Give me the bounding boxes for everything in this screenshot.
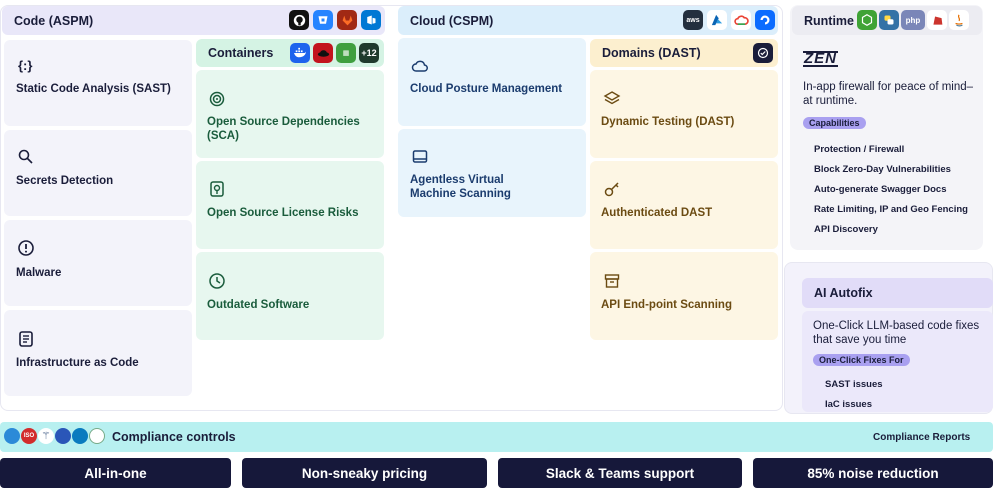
capabilities-list: Protection / Firewall Block Zero-Day Vul… [814,140,968,240]
containers-integrations: ▦ +12 [290,43,379,63]
file-code-icon [19,331,33,347]
zen-logo: ZEN [803,50,838,67]
autofix-description: One-Click LLM-based code fixes that save… [813,320,980,346]
aspm-item-malware[interactable]: Malware [4,220,192,306]
key-icon [604,182,619,197]
nodejs-icon [857,10,877,30]
malware-label: Malware [16,267,62,279]
iac-label: Infrastructure as Code [16,357,139,369]
layers-icon [603,91,621,105]
dast-title: Domains (DAST) [602,46,701,60]
api-label: API End-point Scanning [601,299,732,311]
aspm-item-secrets[interactable]: Secrets Detection [4,130,192,216]
aws-icon: aws [683,10,703,30]
cspm-item-vm-scanning[interactable]: Agentless Virtual Machine Scanning [398,129,586,217]
hipaa-badge-icon: ⚚ [38,428,54,444]
fix-item: IaC issues [825,399,872,410]
license-label: Open Source License Risks [207,207,359,219]
spiral-icon [209,91,225,107]
gdpr-badge-icon [89,428,105,444]
docker-icon [290,43,310,63]
cloud-icon [411,60,428,72]
aspm-item-iac[interactable]: Infrastructure as Code [4,310,192,396]
aspm-item-sast[interactable]: {:} Static Code Analysis (SAST) [4,40,192,126]
gitlab-icon [337,10,357,30]
capability-item: API Discovery [814,224,878,235]
compliance-bar [0,422,993,452]
clock-icon [209,273,225,289]
runtime-integrations: php [857,10,969,30]
cspm-integrations: aws [683,10,775,30]
feature-slack-teams: Slack & Teams support [498,458,742,488]
monitor-icon [412,150,428,163]
capability-item: Auto-generate Swagger Docs [814,184,947,195]
cspm-title: Cloud (CSPM) [410,13,494,28]
dast-item-api[interactable]: API End-point Scanning [590,252,778,340]
runtime-title: Runtime [804,13,854,28]
fixes-pill: One-Click Fixes For [813,354,910,366]
python-icon [879,10,899,30]
dast-item-dynamic[interactable]: Dynamic Testing (DAST) [590,70,778,158]
sca-label: Open Source Dependencies (SCA) [207,116,360,142]
capabilities-pill: Capabilities [803,117,866,129]
capability-item: Block Zero-Day Vulnerabilities [814,164,951,175]
java-icon [949,10,969,30]
github-icon [289,10,309,30]
fix-item: SAST issues [825,379,883,390]
outdated-label: Outdated Software [207,299,310,311]
dast-item-authenticated[interactable]: Authenticated DAST [590,161,778,249]
sast-label: Static Code Analysis (SAST) [16,83,171,95]
more-integrations-badge: +12 [359,43,379,63]
container-item-license[interactable]: Open Source License Risks [196,161,384,249]
iso-badge-icon: ISO [21,428,37,444]
vm-scanning-label: Agentless Virtual Machine Scanning [410,174,511,200]
nist-badge-icon [55,428,71,444]
containers-title: Containers [208,46,274,60]
azure-devops-icon [361,10,381,30]
redhat-icon [313,43,333,63]
azure-icon [707,10,727,30]
archive-icon [604,274,620,288]
dast-header: Domains (DAST) [590,39,778,67]
feature-all-in-one: All-in-one [0,458,231,488]
posture-label: Cloud Posture Management [410,83,563,95]
container-item-sca[interactable]: Open Source Dependencies (SCA) [196,70,384,158]
capability-item: Rate Limiting, IP and Geo Fencing [814,204,968,215]
google-cloud-icon [731,10,751,30]
key-search-icon [18,149,33,164]
compliance-badges: ISO ⚚ [4,428,105,444]
php-icon: php [901,10,925,30]
secrets-label: Secrets Detection [16,175,114,187]
feature-noise-reduction: 85% noise reduction [753,458,993,488]
compliance-title: Compliance controls [112,430,236,444]
digitalocean-icon [755,10,775,30]
container-item-outdated[interactable]: Outdated Software [196,252,384,340]
ruby-icon [927,10,947,30]
alert-circle-icon [18,240,34,256]
fixes-list: SAST issues IaC issues [825,375,883,415]
compliance-reports-link[interactable]: Compliance Reports [873,432,971,443]
bitbucket-icon [313,10,333,30]
autofix-title: AI Autofix [814,286,873,300]
aspm-integrations [289,10,381,30]
npm-package-icon: ▦ [336,43,356,63]
cspm-item-posture[interactable]: Cloud Posture Management [398,38,586,126]
feature-pricing: Non-sneaky pricing [242,458,487,488]
code-braces-icon: {:} [18,58,33,73]
aspm-title: Code (ASPM) [14,13,94,28]
dynamic-label: Dynamic Testing (DAST) [601,116,735,128]
autofix-header: AI Autofix [802,278,993,308]
globe-shield-icon [753,43,773,63]
capability-item: Protection / Firewall [814,144,905,155]
cis-badge-icon [72,428,88,444]
soc2-badge-icon [4,428,20,444]
authenticated-label: Authenticated DAST [601,207,713,219]
runtime-description: In-app firewall for peace of mind– at ru… [803,81,974,107]
certificate-icon [210,181,224,197]
